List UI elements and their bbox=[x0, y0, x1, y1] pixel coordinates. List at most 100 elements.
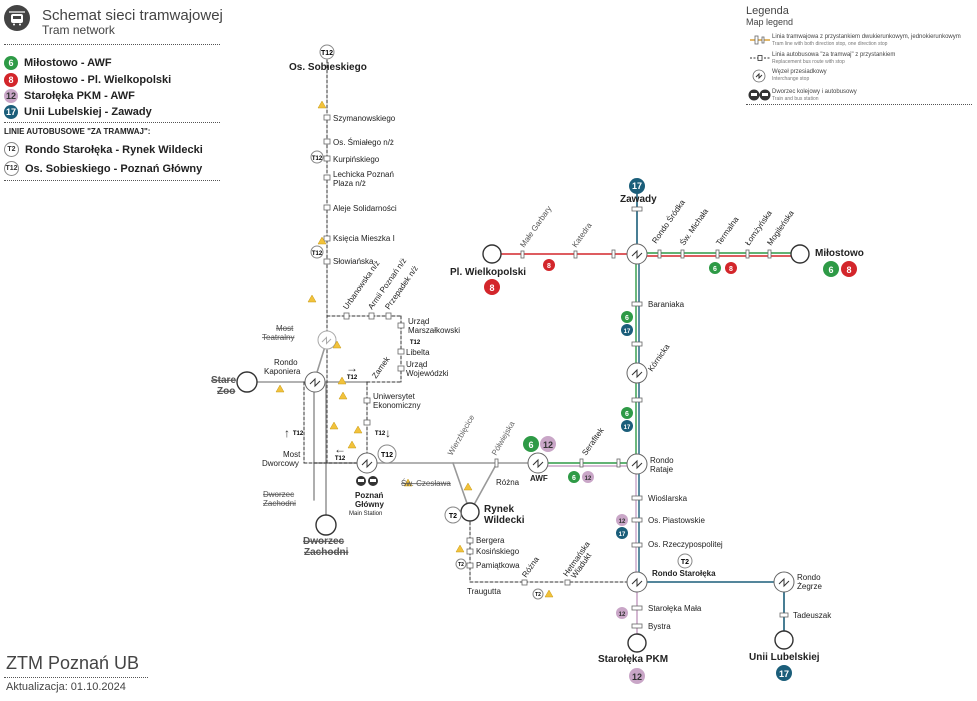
svg-text:6: 6 bbox=[713, 266, 717, 273]
stop-label-most-dworcowy: Most bbox=[283, 450, 301, 459]
svg-text:T2: T2 bbox=[449, 513, 457, 520]
interchange-symbol-icon bbox=[752, 69, 766, 83]
badge-12-staroleka-pkm: 12 bbox=[629, 668, 645, 684]
footer-title: ZTM Poznań UB bbox=[6, 653, 140, 673]
stop-label-dworzec-zachodni-big: Dworzec bbox=[303, 536, 345, 547]
svg-text:17: 17 bbox=[632, 181, 642, 191]
terminus-staroleka-pkm[interactable] bbox=[627, 633, 647, 653]
stop-label-stare-zoo: Stare bbox=[211, 375, 236, 386]
stop-label-bystra: Bystra bbox=[648, 622, 671, 631]
arrow-up-icon: ↑ bbox=[284, 426, 290, 440]
badge-6-termalna: 6 bbox=[709, 262, 721, 274]
stop-label-os-rzeczypospolitej: Os. Rzeczypospolitej bbox=[648, 540, 723, 549]
svg-text:T12: T12 bbox=[312, 251, 323, 257]
stop-label-uniwersytet-2: Ekonomiczny bbox=[373, 401, 421, 410]
stop-label-polwiejska: Półwiejska bbox=[490, 419, 517, 457]
svg-text:T12: T12 bbox=[381, 452, 393, 459]
stop-label-rondo-staroleka: Rondo Starołęka bbox=[652, 569, 716, 578]
svg-text:17: 17 bbox=[624, 425, 631, 431]
svg-text:12: 12 bbox=[632, 672, 642, 682]
svg-text:17: 17 bbox=[779, 669, 789, 679]
line-8-badge: 8 bbox=[4, 73, 18, 87]
terminus-milostowo[interactable] bbox=[790, 244, 810, 264]
stop-markers bbox=[323, 114, 789, 629]
badge-t12-poznan-glowny: T12 bbox=[377, 444, 397, 464]
interchange-rondo-rataje[interactable] bbox=[626, 453, 648, 475]
line-12-badge: 12 bbox=[4, 89, 18, 103]
interchange-most-teatralny[interactable] bbox=[317, 330, 337, 350]
route-item-17[interactable]: 17 Unii Lubelskiej - Zawady bbox=[4, 105, 152, 119]
stop-label-zamek: Zamek bbox=[370, 354, 392, 380]
svg-text:12: 12 bbox=[585, 476, 592, 482]
bus-route-item-t2[interactable]: T2 Rondo Starołęka - Rynek Wildecki bbox=[4, 142, 203, 157]
terminus-stare-zoo[interactable] bbox=[236, 371, 258, 393]
svg-text:12: 12 bbox=[543, 440, 553, 450]
bus-route-item-t12[interactable]: T12 Os. Sobieskiego - Poznań Główny bbox=[4, 161, 202, 176]
stop-label-poznan-glowny-2: Główny bbox=[355, 500, 384, 509]
badge-t2-rondo-staroleka: T2 bbox=[677, 553, 693, 569]
badge-6-rataje: 6 bbox=[621, 407, 633, 419]
route-item-8[interactable]: 8 Miłostowo - Pl. Wielkopolski bbox=[4, 73, 171, 87]
svg-text:8: 8 bbox=[489, 283, 494, 293]
map-line-badges: T12 T12 T12 T12 T12 T12 T12 T12 T12 T2 T… bbox=[293, 44, 857, 684]
terminus-rynek-wildecki[interactable] bbox=[460, 502, 480, 522]
terminus-pl-wielkopolski[interactable] bbox=[482, 244, 502, 264]
interchange-rondo-staroleka[interactable] bbox=[626, 571, 648, 593]
stop-label-rondo-kaponiera: Rondo bbox=[274, 358, 298, 367]
stop-label-stare-zoo-2: Zoo bbox=[217, 386, 235, 397]
terminus-dworzec-zachodni[interactable] bbox=[315, 514, 337, 536]
legend-item-bus-line: Linia autobusowa "za tramwaj" z przystan… bbox=[746, 52, 972, 66]
terminal-stops bbox=[236, 244, 810, 653]
badge-8-pl-wielkopolski: 8 bbox=[484, 279, 500, 295]
svg-text:12: 12 bbox=[619, 519, 626, 525]
stop-label-libelta: Libelta bbox=[406, 348, 430, 357]
badge-17-rataje: 17 bbox=[621, 420, 633, 432]
svg-text:6: 6 bbox=[625, 411, 629, 418]
svg-text:T12: T12 bbox=[347, 375, 358, 381]
stop-label-rynek-wildecki-2: Wildecki bbox=[484, 515, 525, 526]
interchange-kornicka[interactable] bbox=[626, 362, 648, 384]
page-subtitle: Tram network bbox=[42, 23, 115, 37]
badge-t12-os-sobieskiego: T12 bbox=[319, 44, 335, 60]
svg-text:17: 17 bbox=[619, 532, 626, 538]
badge-t2-rynek: T2 bbox=[444, 506, 462, 524]
header-divider bbox=[4, 44, 220, 45]
badge-17-unii-lubelskiej: 17 bbox=[776, 665, 792, 681]
stop-label-wioslarska: Wioślarska bbox=[648, 494, 688, 503]
terminus-unii-lubelskiej[interactable] bbox=[774, 630, 794, 650]
interchange-rondo-srodka[interactable] bbox=[626, 243, 648, 265]
legend-item-text: Węzeł przesiadkowy bbox=[772, 69, 827, 75]
interchange-poznan-glowny[interactable] bbox=[356, 452, 378, 474]
stop-label-milostowo: Miłostowo bbox=[815, 248, 864, 259]
badge-8-termalna: 8 bbox=[725, 262, 737, 274]
stop-label-urzad-wojewodzki-2: Wojewódzki bbox=[406, 369, 449, 378]
stop-label-pl-wielkopolski: Pl. Wielkopolski bbox=[450, 267, 526, 278]
route-item-6[interactable]: 6 Miłostowo - AWF bbox=[4, 56, 112, 70]
interchange-rondo-kaponiera[interactable] bbox=[304, 371, 326, 393]
svg-text:T12: T12 bbox=[312, 156, 323, 162]
badge-8-milostowo: 8 bbox=[841, 261, 857, 277]
stop-label-kosinskiego: Kosińskiego bbox=[476, 547, 520, 556]
stop-label-lechicka-2: Plaza n/ż bbox=[333, 179, 366, 188]
direction-arrows: → ↓ ↑ ← bbox=[284, 361, 391, 456]
stop-label-lechicka: Lechicka Poznań bbox=[333, 170, 394, 179]
badge-6-baraniaka: 6 bbox=[621, 311, 633, 323]
legend-title: Legenda bbox=[746, 5, 789, 17]
badge-12-os-piastowskie: 12 bbox=[616, 514, 628, 526]
footer-divider bbox=[4, 677, 148, 678]
badge-6-serafitek: 6 bbox=[568, 471, 580, 483]
stop-label-zawady: Zawady bbox=[620, 194, 657, 205]
bus-line-symbol-icon bbox=[750, 55, 770, 61]
badge-12-serafitek: 12 bbox=[582, 471, 594, 483]
route-item-12[interactable]: 12 Starołęka PKM - AWF bbox=[4, 89, 135, 103]
arrow-left-icon: ← bbox=[334, 442, 346, 456]
stop-label-urzad-marszalkowski-2: Marszałkowski bbox=[408, 326, 460, 335]
stop-label-slowianska: Słowiańska bbox=[333, 257, 374, 266]
interchange-awf[interactable] bbox=[527, 452, 549, 474]
stop-label-unii-lubelskiej: Unii Lubelskiej bbox=[749, 652, 820, 663]
interchange-rondo-zegrze[interactable] bbox=[773, 571, 795, 593]
badge-17-baraniaka: 17 bbox=[621, 324, 633, 336]
badge-t12-libelta: T12 bbox=[410, 340, 421, 346]
